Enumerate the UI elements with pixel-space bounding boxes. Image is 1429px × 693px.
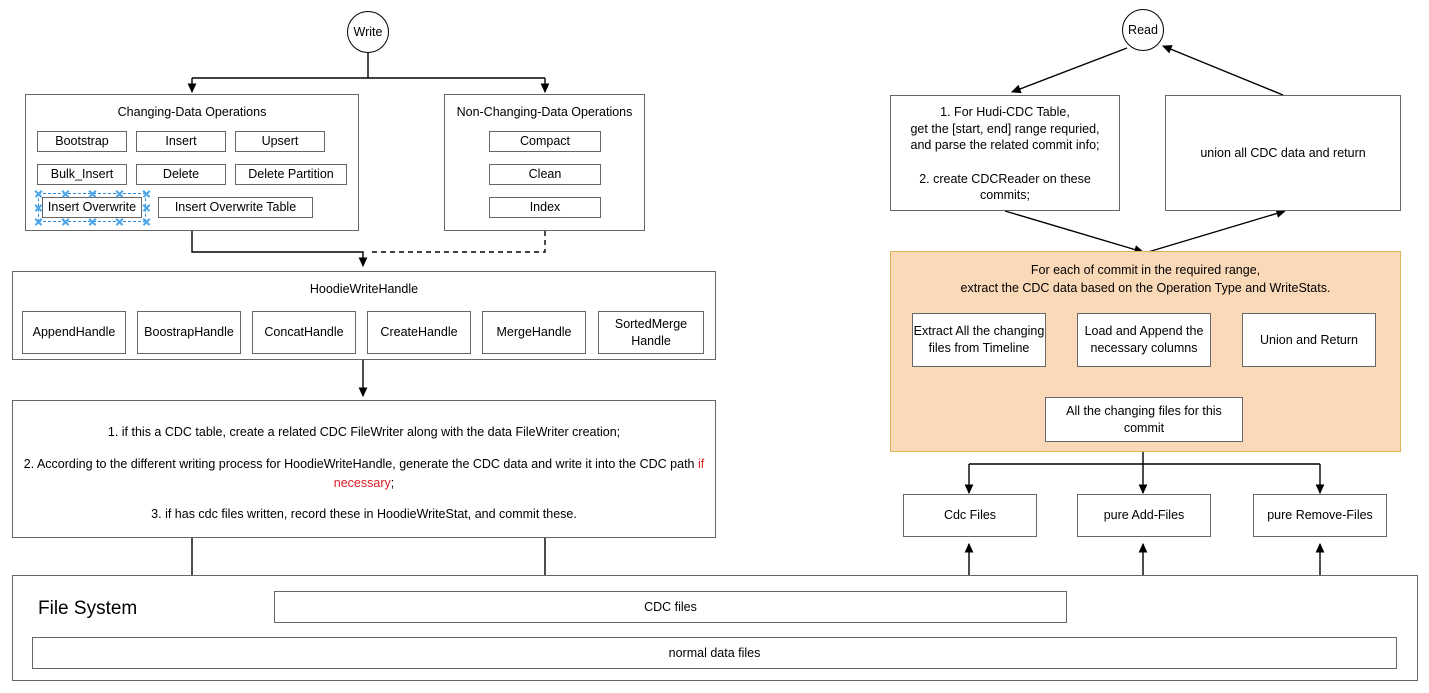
read-start-label: Read — [1128, 23, 1158, 37]
pure-remove-files-group[interactable]: pure Remove-Files — [1253, 494, 1387, 537]
union-all-cdc-box[interactable]: union all CDC data and return — [1165, 95, 1401, 211]
cdc-write-step-2-emphasis: if necessary — [333, 457, 705, 490]
cdc-files-group[interactable]: Cdc Files — [903, 494, 1037, 537]
op-insert[interactable]: Insert — [136, 131, 226, 152]
read-prep-line-5: commits; — [980, 188, 1030, 203]
cdc-write-step-2-text: 2. According to the different writing pr… — [23, 457, 698, 471]
op-delete[interactable]: Delete — [136, 164, 226, 185]
op-bulk-insert[interactable]: Bulk_Insert — [37, 164, 127, 185]
handle-boostrap[interactable]: BoostrapHandle — [137, 311, 241, 354]
handle-create[interactable]: CreateHandle — [367, 311, 471, 354]
op-compact[interactable]: Compact — [489, 131, 601, 152]
pure-add-files-group[interactable]: pure Add-Files — [1077, 494, 1211, 537]
op-clean[interactable]: Clean — [489, 164, 601, 185]
op-insert-overwrite[interactable]: Insert Overwrite — [42, 197, 142, 218]
extract-changing-files-box[interactable]: Extract All the changing files from Time… — [912, 313, 1046, 367]
op-insert-overwrite-table[interactable]: Insert Overwrite Table — [158, 197, 313, 218]
handle-merge[interactable]: MergeHandle — [482, 311, 586, 354]
changing-data-operations-title: Changing-Data Operations — [117, 105, 267, 119]
per-commit-extract-title: For each of commit in the required range… — [891, 261, 1400, 297]
file-system-title: File System — [38, 598, 138, 619]
read-prep-line-2: get the [start, end] range requried, — [910, 121, 1100, 136]
read-prep-text: 1. For Hudi-CDC Table, get the [start, e… — [894, 104, 1116, 204]
all-changing-files-commit-box[interactable]: All the changing files for this commit — [1045, 397, 1243, 442]
op-delete-partition[interactable]: Delete Partition — [235, 164, 347, 185]
per-commit-title-line-2: extract the CDC data based on the Operat… — [960, 281, 1331, 296]
cdc-write-step-1: 1. if this a CDC table, create a related… — [107, 425, 621, 439]
cdc-write-step-2-tail: ; — [390, 475, 395, 490]
handle-append[interactable]: AppendHandle — [22, 311, 126, 354]
cdc-write-steps-box — [12, 400, 716, 538]
non-changing-data-operations-title: Non-Changing-Data Operations — [456, 105, 633, 119]
read-prep-line-3: and parse the related commit info; — [910, 138, 1100, 153]
cdc-write-step-3: 3. if has cdc files written, record thes… — [151, 507, 577, 521]
read-prep-line-1: 1. For Hudi-CDC Table, — [940, 105, 1070, 119]
per-commit-title-line-1: For each of commit in the required range… — [1030, 263, 1261, 277]
union-and-return-box[interactable]: Union and Return — [1242, 313, 1376, 367]
load-append-columns-box[interactable]: Load and Append the necessary columns — [1077, 313, 1211, 367]
cdc-write-step-2: 2. According to the different writing pr… — [22, 455, 706, 493]
hoodie-write-handle-title: HoodieWriteHandle — [309, 282, 419, 296]
read-start-node[interactable]: Read — [1122, 9, 1164, 51]
write-start-label: Write — [353, 25, 383, 39]
op-upsert[interactable]: Upsert — [235, 131, 325, 152]
op-index[interactable]: Index — [489, 197, 601, 218]
normal-data-files-store[interactable]: normal data files — [32, 637, 1397, 669]
handle-sorted-merge[interactable]: SortedMerge Handle — [598, 311, 704, 354]
read-prep-box[interactable] — [890, 95, 1120, 211]
write-start-node[interactable]: Write — [347, 11, 389, 53]
handle-concat[interactable]: ConcatHandle — [252, 311, 356, 354]
read-prep-line-4: 2. create CDCReader on these — [919, 171, 1091, 186]
op-bootstrap[interactable]: Bootstrap — [37, 131, 127, 152]
cdc-files-store[interactable]: CDC files — [274, 591, 1067, 623]
